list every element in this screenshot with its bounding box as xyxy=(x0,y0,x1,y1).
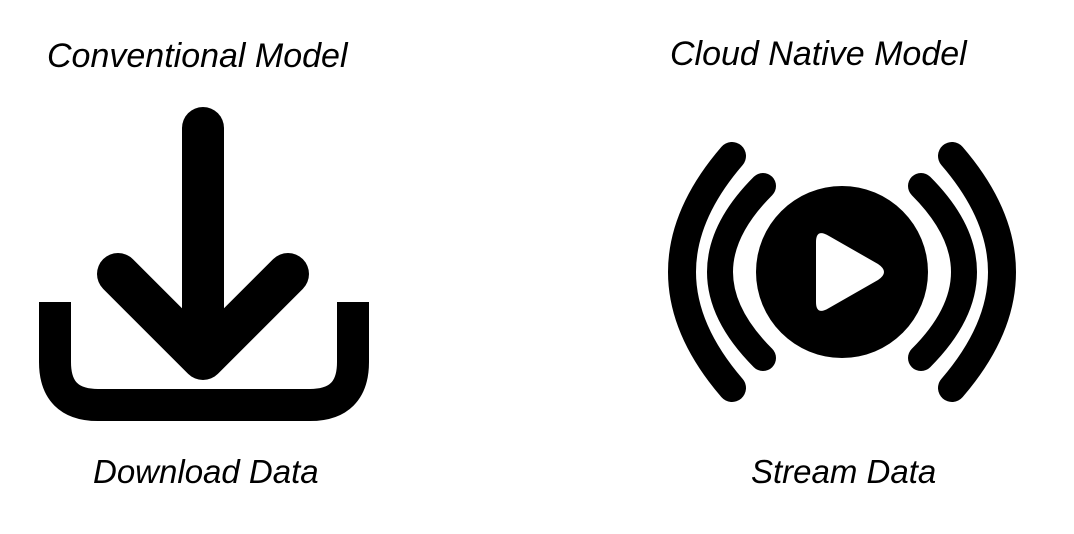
download-data-caption: Download Data xyxy=(93,453,319,490)
conventional-model-panel: Conventional Model Download Data xyxy=(0,0,420,534)
conventional-model-title: Conventional Model xyxy=(47,37,348,75)
stream-data-caption: Stream Data xyxy=(751,453,937,490)
cloud-native-model-title: Cloud Native Model xyxy=(670,35,967,73)
stream-broadcast-icon xyxy=(666,142,1018,404)
cloud-native-model-panel: Cloud Native Model Stream Data xyxy=(620,0,1074,534)
download-icon xyxy=(38,104,370,422)
